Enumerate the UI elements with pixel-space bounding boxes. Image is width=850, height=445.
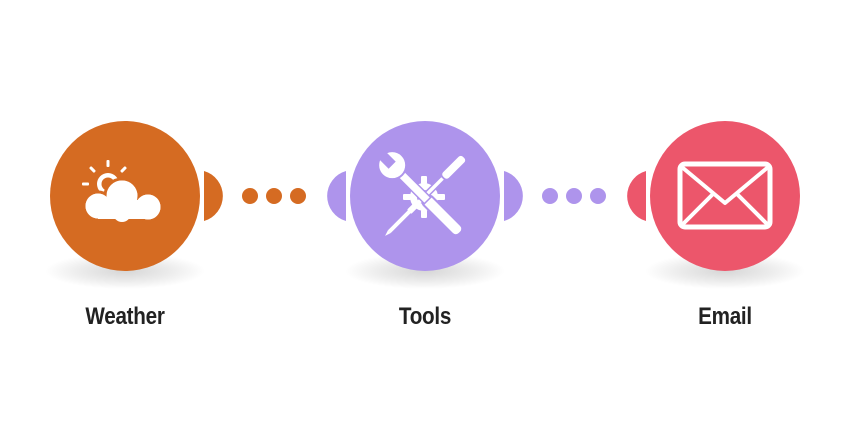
connector-dot [290, 188, 306, 204]
module-tools[interactable] [327, 121, 523, 289]
tools-input-port[interactable] [327, 171, 346, 221]
module-label-tools: Tools [398, 303, 452, 330]
connector-dot [242, 188, 258, 204]
email-input-port[interactable] [627, 171, 646, 221]
envelope-icon [677, 161, 773, 230]
tools-output-port[interactable] [504, 171, 523, 221]
screwdriver-wrench-gear-icon [375, 148, 468, 237]
sun-cloud-icon [82, 160, 164, 223]
connector-dot [266, 188, 282, 204]
email-node[interactable] [650, 121, 800, 271]
connector-dot [590, 188, 606, 204]
connector-dot [566, 188, 582, 204]
connector-weather-tools [242, 188, 306, 204]
weather-output-port[interactable] [204, 171, 223, 221]
connector-dot [542, 188, 558, 204]
module-label-weather: Weather [85, 303, 165, 330]
module-email[interactable] [627, 121, 805, 289]
connector-tools-email [542, 188, 606, 204]
module-weather[interactable] [45, 121, 223, 289]
module-label-email: Email [698, 303, 752, 330]
